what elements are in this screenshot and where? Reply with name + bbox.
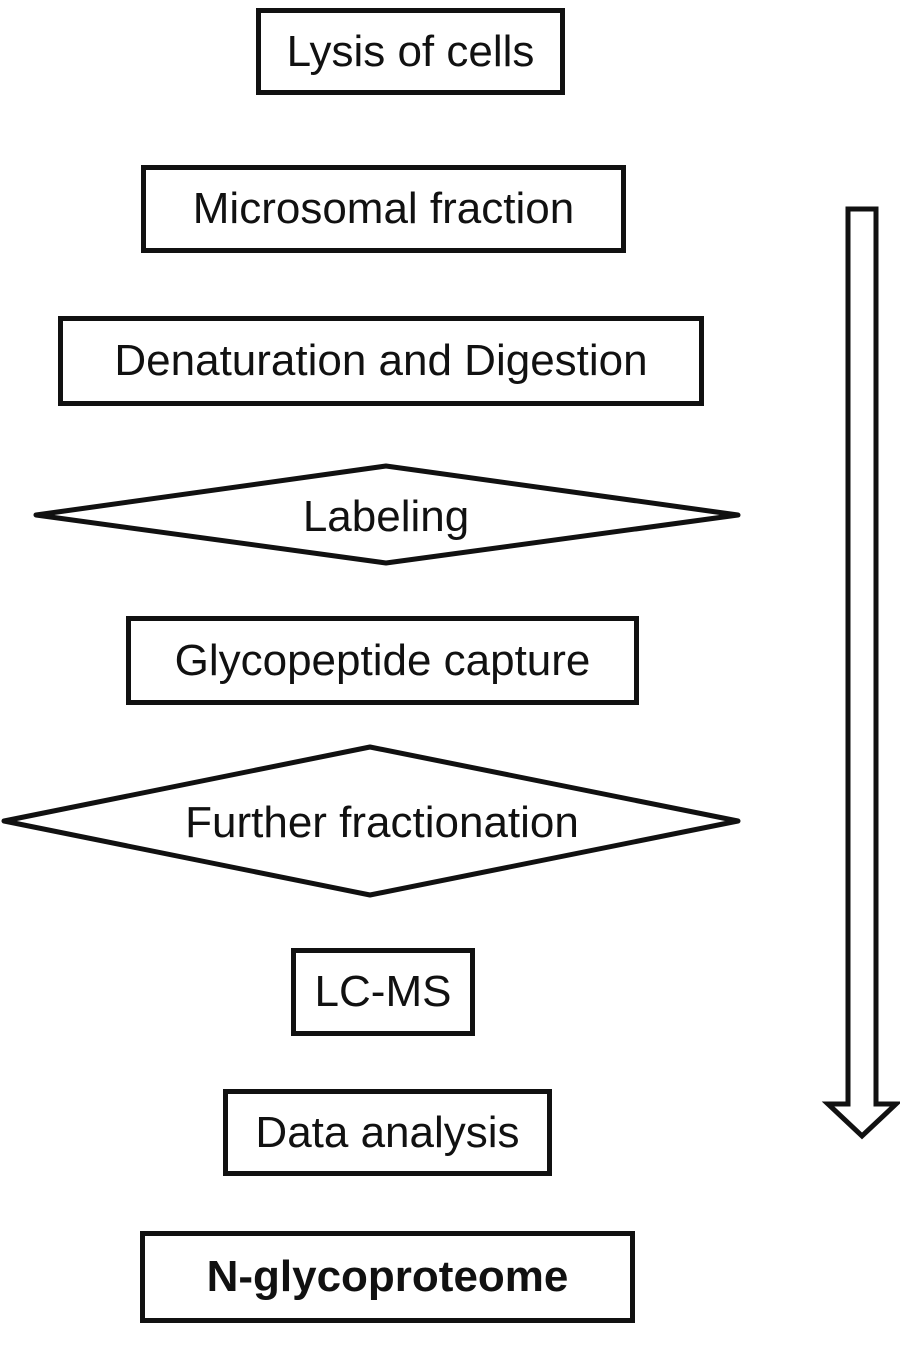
step-denaturation-and-digestion: Denaturation and Digestion	[58, 316, 704, 406]
diamond-label: Labeling	[303, 492, 469, 541]
diamond-label: Further fractionation	[185, 798, 579, 847]
arrow-shape	[821, 206, 900, 1140]
down-arrow-icon	[821, 206, 900, 1140]
step-lc-ms: LC-MS	[291, 948, 475, 1036]
step-microsomal-fraction: Microsomal fraction	[141, 165, 626, 253]
diamond-shape	[33, 463, 741, 566]
step-data-analysis: Data analysis	[223, 1089, 552, 1176]
step-label: LC-MS	[314, 967, 452, 1016]
decision-further-fractionation: Further fractionation	[1, 744, 741, 898]
step-n-glycoproteome: N-glycoproteome	[140, 1231, 635, 1323]
step-label: Denaturation and Digestion	[114, 336, 648, 385]
step-label: Glycopeptide capture	[174, 635, 591, 685]
step-lysis-of-cells: Lysis of cells	[256, 8, 565, 95]
step-label: Microsomal fraction	[192, 184, 575, 233]
step-glycopeptide-capture: Glycopeptide capture	[126, 616, 639, 705]
result-label: N-glycoproteome	[206, 1252, 569, 1301]
diamond-shape	[1, 744, 741, 898]
decision-labeling: Labeling	[33, 463, 741, 566]
step-label: Data analysis	[255, 1107, 520, 1157]
step-label: Lysis of cells	[286, 26, 535, 76]
